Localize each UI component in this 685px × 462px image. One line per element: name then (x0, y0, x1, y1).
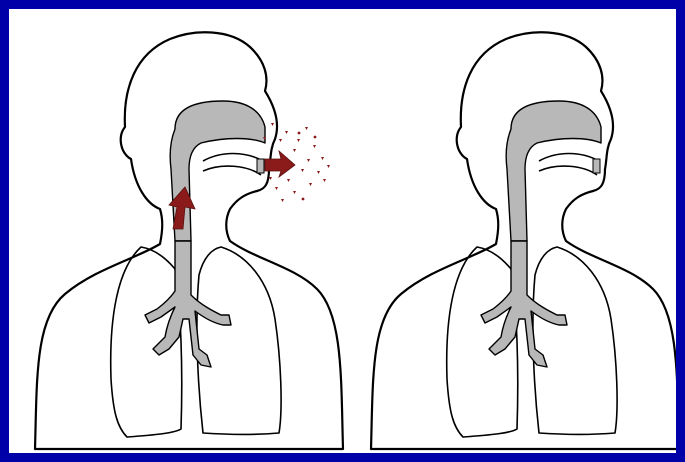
head-torso-outline-right (371, 32, 676, 449)
person-at-rest (371, 32, 676, 449)
illustration-panel (9, 9, 676, 453)
head-torso-outline-left (35, 32, 343, 449)
respiration-diagram (9, 9, 676, 453)
person-exhaling (35, 32, 343, 449)
